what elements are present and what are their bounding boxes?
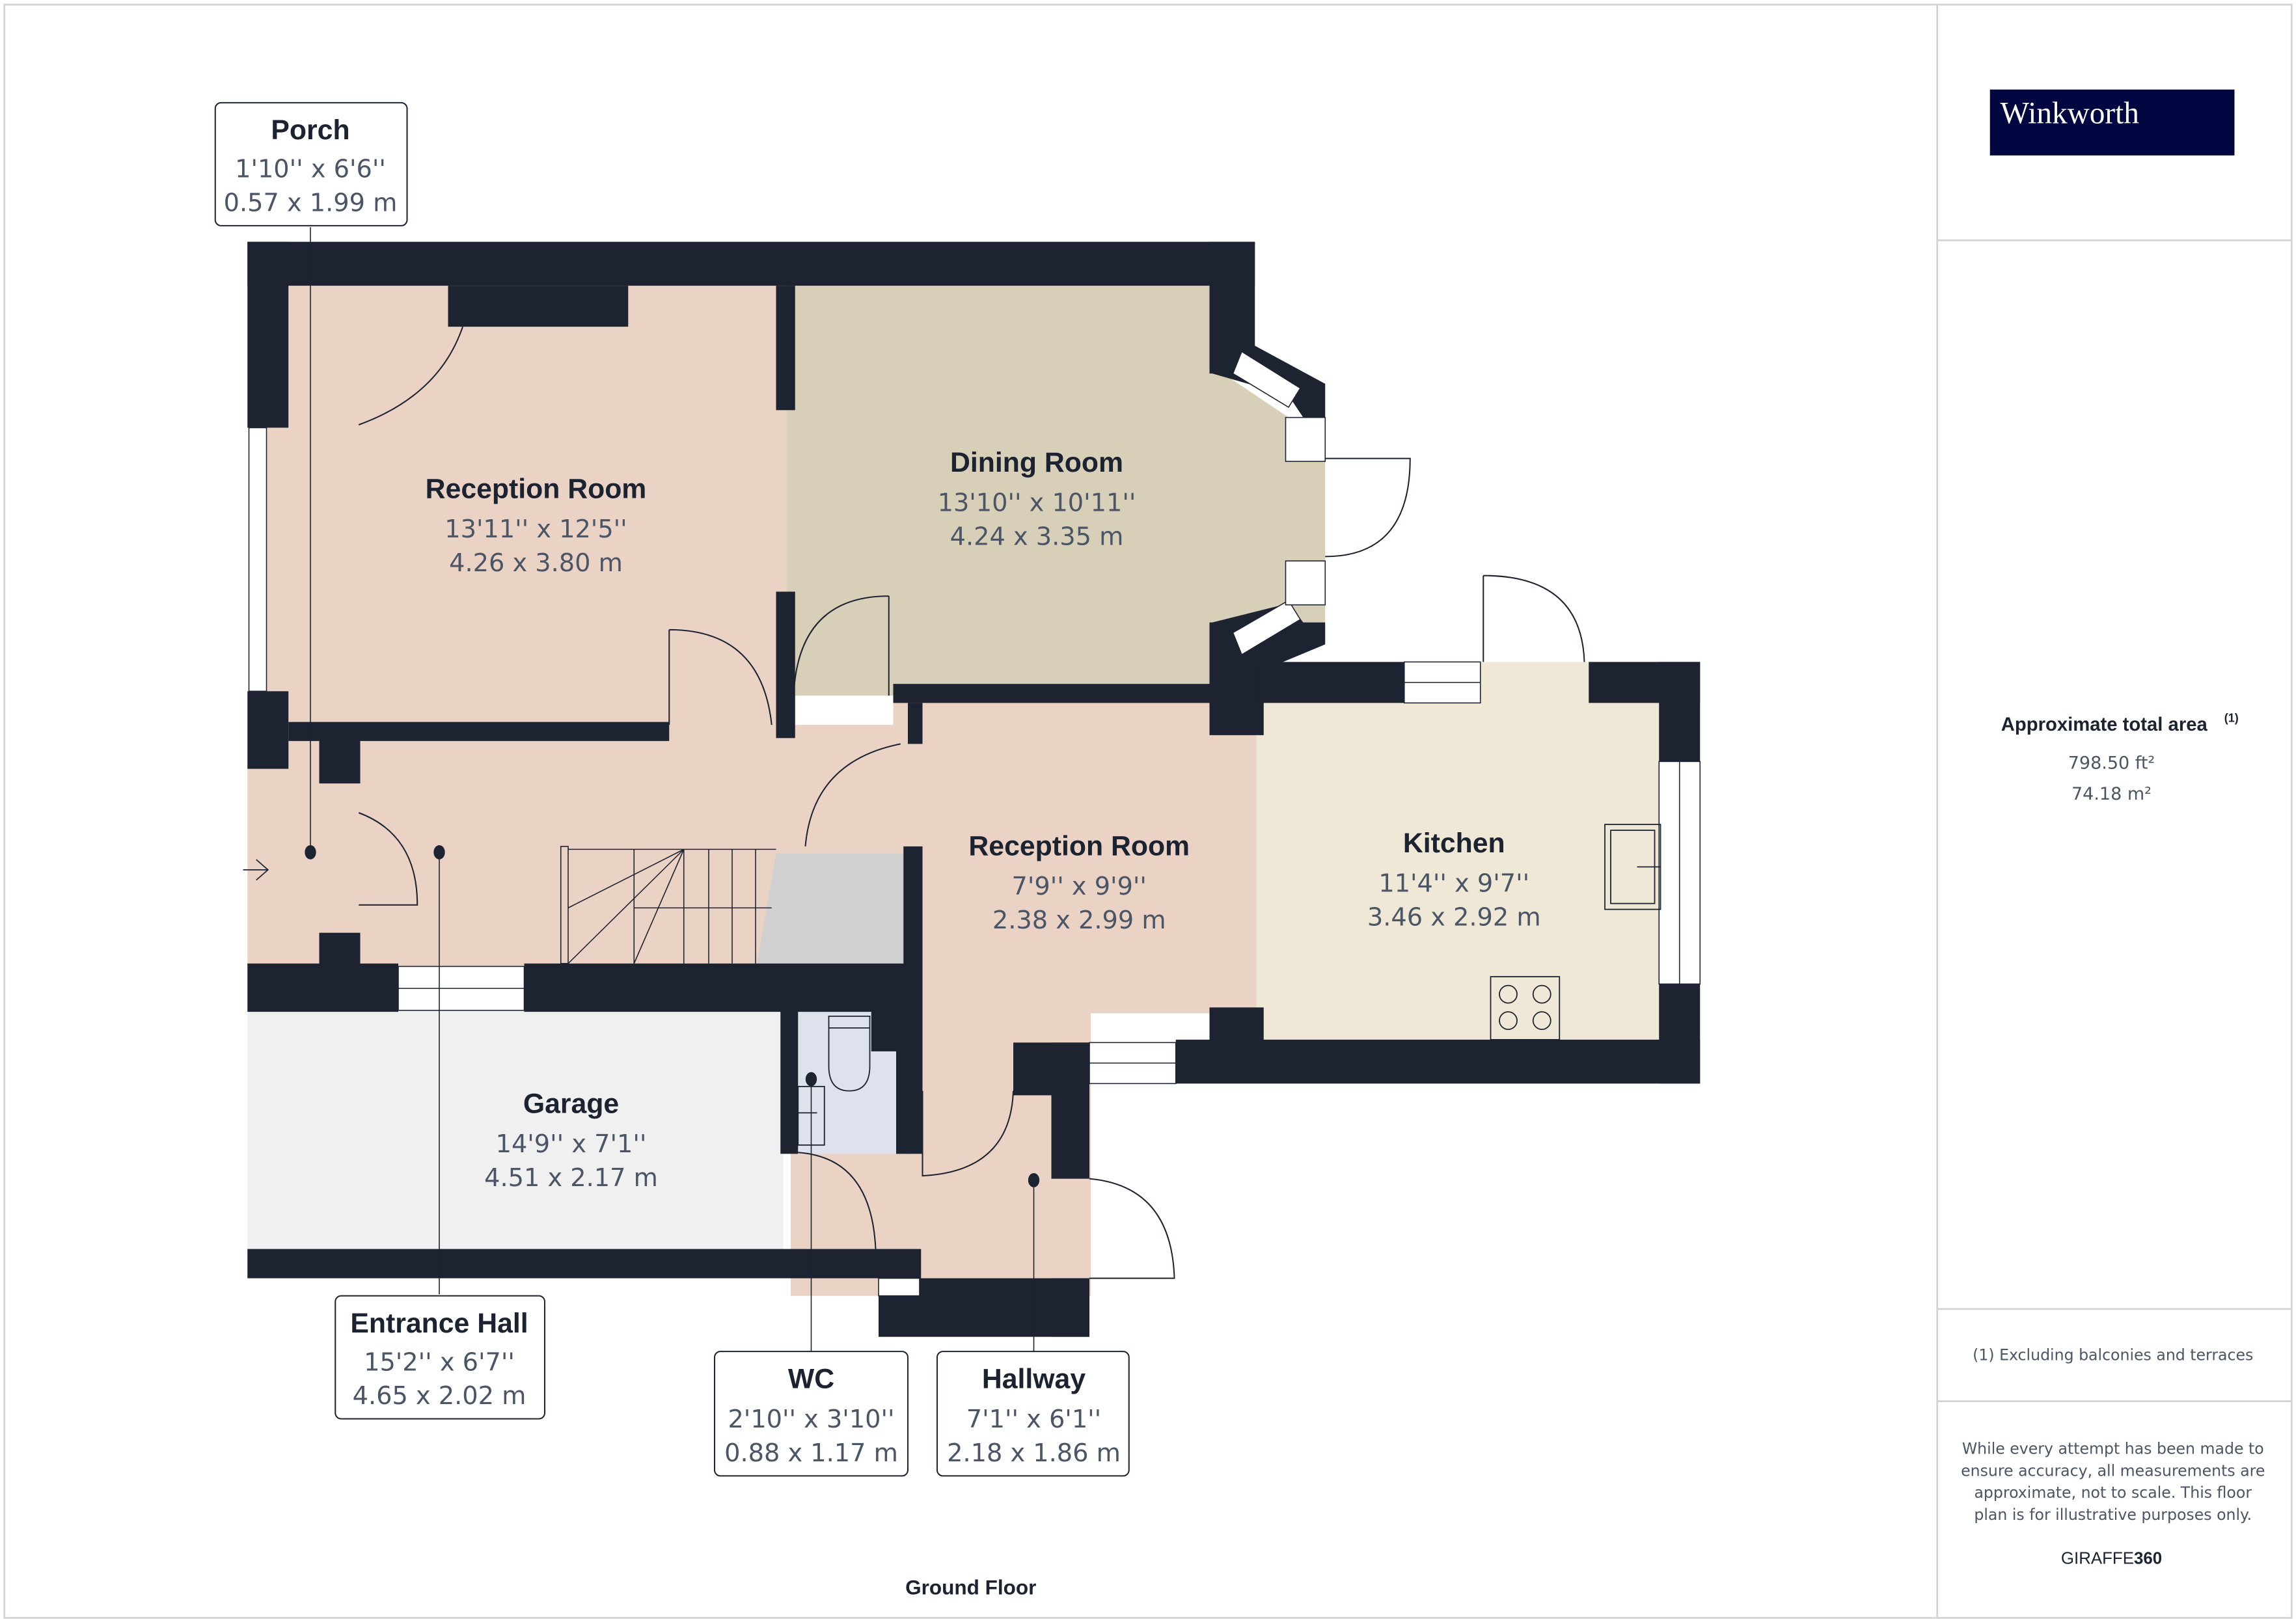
credit-bold: 360 <box>2134 1549 2162 1567</box>
svg-text:Entrance Hall: Entrance Hall <box>350 1308 528 1339</box>
staircase <box>560 846 776 964</box>
svg-text:While every attempt has been m: While every attempt has been made to <box>1962 1440 2264 1458</box>
svg-text:4.51 x 2.17 m: 4.51 x 2.17 m <box>484 1163 658 1193</box>
svg-text:7'9'' x 9'9'': 7'9'' x 9'9'' <box>1012 872 1147 901</box>
svg-text:Winkworth: Winkworth <box>2001 96 2139 130</box>
walls <box>247 241 1701 1337</box>
area-footnote: (1) Excluding balconies and terraces <box>1973 1346 2253 1364</box>
room-label-garage: Garage 14'9'' x 7'1'' 4.51 x 2.17 m <box>484 1088 658 1192</box>
page-frame <box>3 3 2293 1619</box>
svg-text:4.26 x 3.80 m: 4.26 x 3.80 m <box>449 548 623 578</box>
svg-text:4.24 x 3.35 m: 4.24 x 3.35 m <box>950 522 1124 551</box>
svg-text:2'10'' x 3'10'': 2'10'' x 3'10'' <box>728 1405 894 1434</box>
dining-room-fill <box>786 286 1326 696</box>
windows <box>248 351 1701 1297</box>
svg-text:11'4'' x 9'7'': 11'4'' x 9'7'' <box>1378 869 1529 899</box>
area-footnote-marker: (1) <box>2224 712 2239 725</box>
callout-porch: Porch 1'10'' x 6'6'' 0.57 x 1.99 m <box>214 102 408 226</box>
credit-logo: GIRAFFE360 <box>2061 1549 2162 1567</box>
hob-icon <box>1490 976 1561 1040</box>
room-fills <box>247 286 1662 1296</box>
callout-wc: WC 2'10'' x 3'10'' 0.88 x 1.17 m <box>713 1351 909 1477</box>
svg-text:13'11'' x 12'5'': 13'11'' x 12'5'' <box>444 515 627 544</box>
svg-text:plan is for illustrative purpo: plan is for illustrative purposes only. <box>1974 1506 2252 1524</box>
room-label-dining: Dining Room 13'10'' x 10'11'' 4.24 x 3.3… <box>938 447 1136 552</box>
callout-leaders <box>305 227 1040 1352</box>
svg-text:1'10'' x 6'6'': 1'10'' x 6'6'' <box>235 155 386 184</box>
entry-arrow-icon <box>243 859 269 881</box>
doors <box>358 326 1585 1279</box>
svg-text:WC: WC <box>788 1363 834 1394</box>
porch-fill <box>264 427 293 692</box>
area-ft: 798.50 ft² <box>2068 753 2155 774</box>
svg-text:13'10'' x 10'11'': 13'10'' x 10'11'' <box>938 489 1136 518</box>
svg-text:Kitchen: Kitchen <box>1403 828 1505 859</box>
svg-text:Reception Room: Reception Room <box>968 830 1190 861</box>
disclaimer: While every attempt has been made to ens… <box>1961 1440 2265 1524</box>
reception-room-1-fill <box>288 286 787 728</box>
brand-logo: Winkworth <box>1989 89 2235 156</box>
toilet-icon <box>828 1015 871 1092</box>
floor-label: Ground Floor <box>905 1576 1036 1599</box>
stairs-void <box>757 854 908 964</box>
kitchen-fill <box>1256 662 1662 1043</box>
svg-text:Dining Room: Dining Room <box>950 447 1123 478</box>
svg-text:0.57 x 1.99 m: 0.57 x 1.99 m <box>224 188 398 217</box>
room-label-kitchen: Kitchen 11'4'' x 9'7'' 3.46 x 2.92 m <box>1367 828 1541 932</box>
svg-text:Porch: Porch <box>271 115 349 146</box>
room-label-reception-1: Reception Room 13'11'' x 12'5'' 4.26 x 3… <box>426 473 647 578</box>
svg-text:0.88 x 1.17 m: 0.88 x 1.17 m <box>724 1439 898 1468</box>
svg-text:Approximate total area: Approximate total area <box>2001 714 2208 735</box>
callout-hallway: Hallway 7'1'' x 6'1'' 2.18 x 1.86 m <box>936 1351 1130 1477</box>
svg-text:4.65 x 2.02 m: 4.65 x 2.02 m <box>353 1381 526 1411</box>
garage-fill <box>247 1010 784 1252</box>
svg-text:Hallway: Hallway <box>982 1363 1086 1394</box>
fixtures <box>797 824 1661 1146</box>
room-label-reception-2: Reception Room 7'9'' x 9'9'' 2.38 x 2.99… <box>968 830 1190 934</box>
svg-text:15'2'' x 6'7'': 15'2'' x 6'7'' <box>364 1347 515 1377</box>
callout-entrance-hall: Entrance Hall 15'2'' x 6'7'' 4.65 x 2.02… <box>335 1295 546 1420</box>
reception-room-2-fill <box>893 688 1259 1014</box>
svg-text:14'9'' x 7'1'': 14'9'' x 7'1'' <box>496 1130 647 1159</box>
svg-text:Garage: Garage <box>523 1088 619 1119</box>
svg-text:2.38 x 2.99 m: 2.38 x 2.99 m <box>992 906 1166 935</box>
svg-text:Reception Room: Reception Room <box>426 473 647 504</box>
svg-text:3.46 x 2.92 m: 3.46 x 2.92 m <box>1367 902 1541 932</box>
svg-text:2.18 x 1.86 m: 2.18 x 1.86 m <box>947 1439 1121 1468</box>
area-summary: Approximate total area (1) 798.50 ft² 74… <box>2001 712 2239 804</box>
area-title: Approximate total area <box>2001 714 2208 735</box>
credit-light: GIRAFFE <box>2061 1549 2134 1567</box>
svg-text:approximate, not to scale. Thi: approximate, not to scale. This floor <box>1974 1483 2252 1502</box>
svg-text:ensure accuracy, all measureme: ensure accuracy, all measurements are <box>1961 1461 2265 1480</box>
svg-text:7'1'' x 6'1'': 7'1'' x 6'1'' <box>966 1405 1101 1434</box>
area-m: 74.18 m² <box>2071 784 2152 804</box>
